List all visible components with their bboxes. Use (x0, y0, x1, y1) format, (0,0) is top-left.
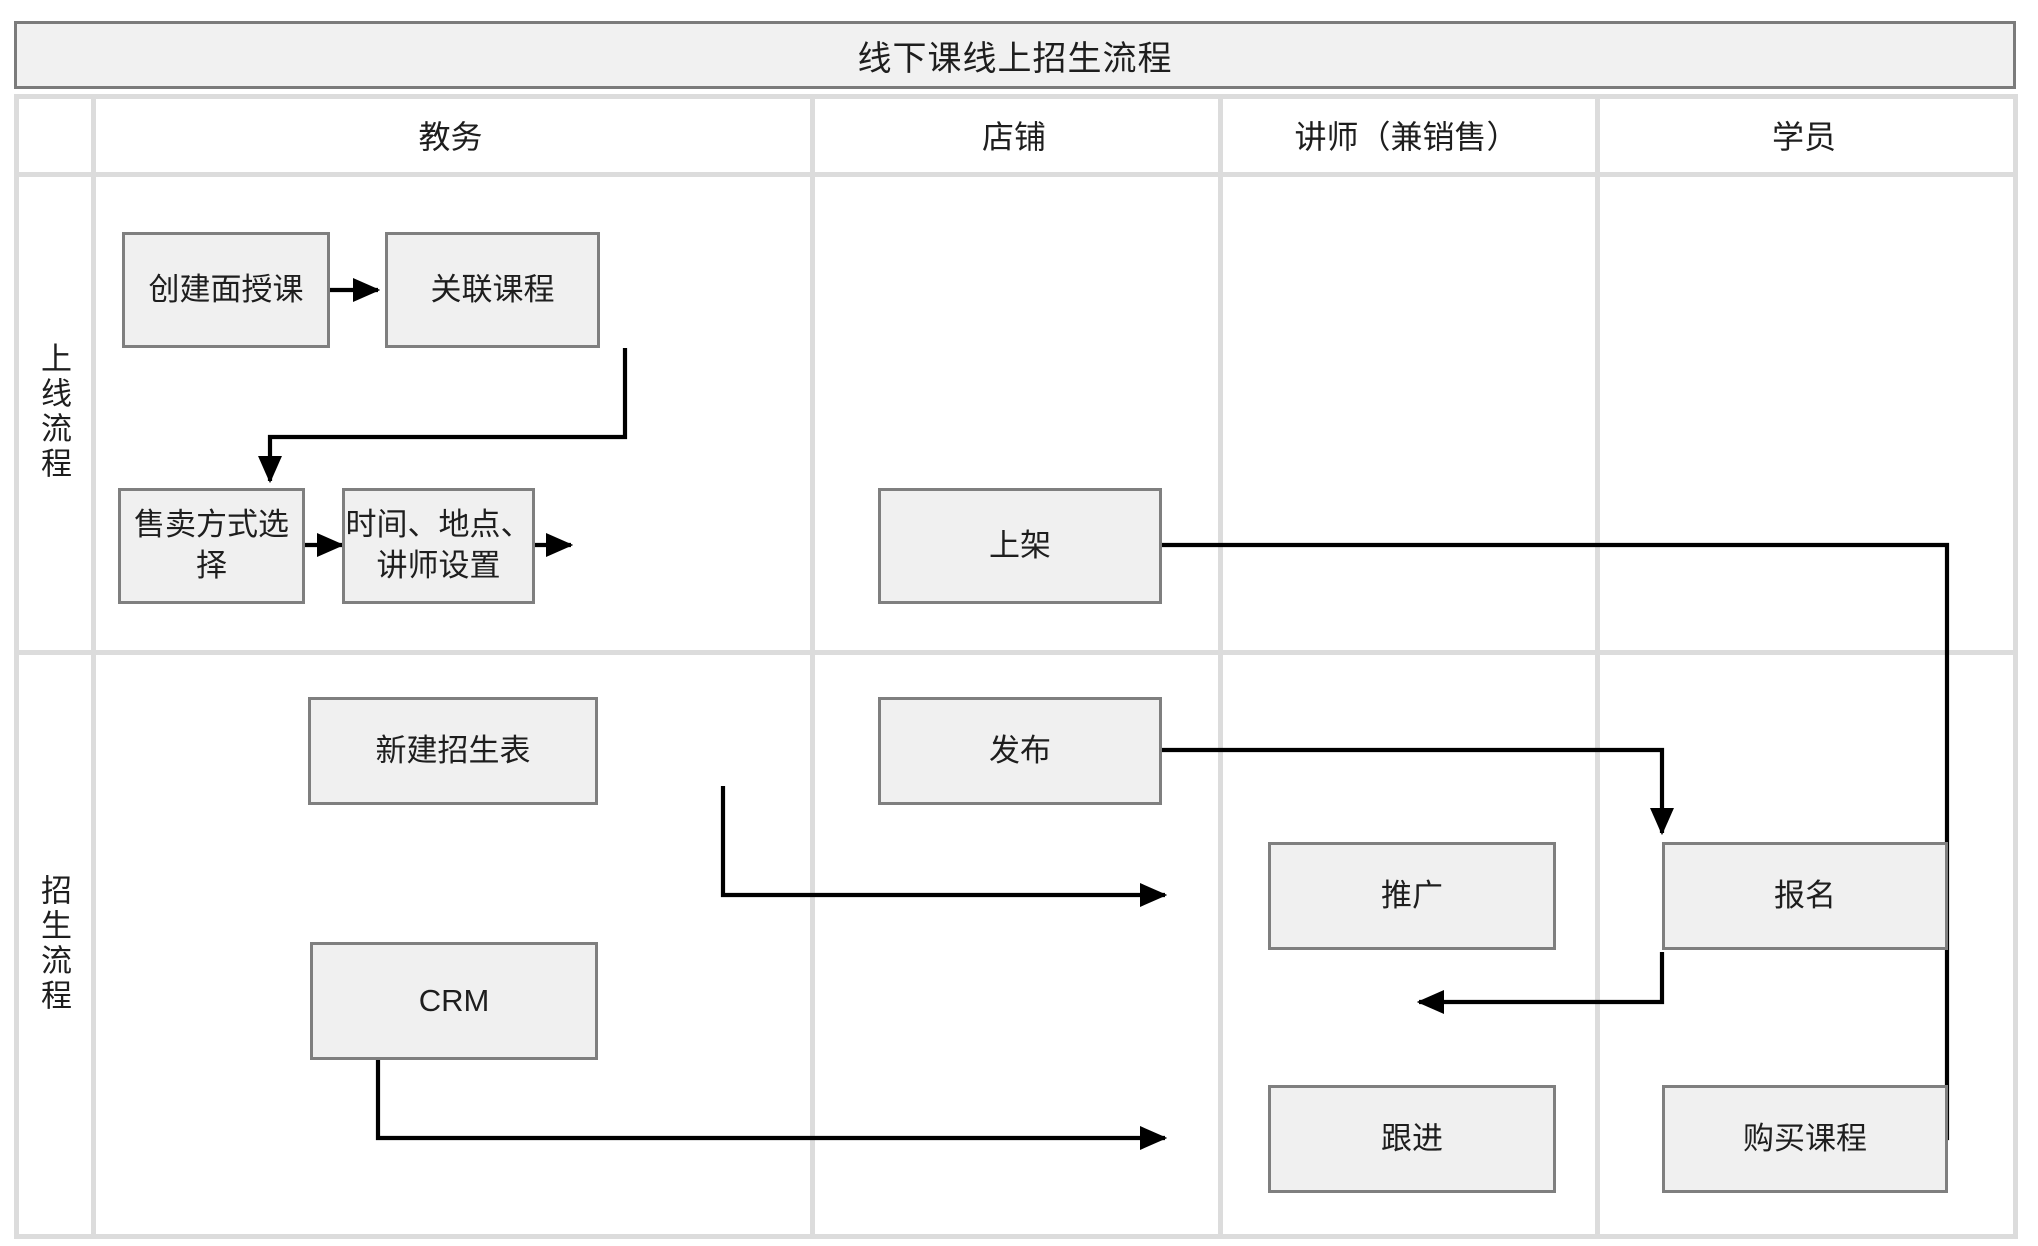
column-header-dianpu: 店铺 (810, 97, 1218, 172)
column-header-xueyuan: 学员 (1595, 97, 2013, 172)
grid-line-bottom (14, 1234, 2018, 1239)
node-follow-up[interactable]: 跟进 (1268, 1085, 1556, 1193)
node-time-place-teacher-settings[interactable]: 时间、地点、 讲师设置 (342, 488, 535, 604)
grid-line-right-edge (2013, 94, 2018, 1239)
grid-line-col-3 (1595, 94, 1600, 1239)
column-header-label: 教务 (418, 118, 483, 155)
column-header-label: 学员 (1771, 118, 1836, 155)
column-header-label: 店铺 (981, 118, 1046, 155)
node-relate-course[interactable]: 关联课程 (385, 232, 600, 348)
grid-line-top (14, 94, 2018, 99)
node-put-on-shelf[interactable]: 上架 (878, 488, 1162, 604)
lane-label-shangxian: 上线流程 (36, 341, 71, 482)
column-header-jiangshi: 讲师（兼销售） (1218, 97, 1595, 172)
grid-line-col-2 (1218, 94, 1223, 1239)
node-crm[interactable]: CRM (310, 942, 598, 1060)
grid-line-col-1 (810, 94, 815, 1239)
node-publish[interactable]: 发布 (878, 697, 1162, 805)
node-new-enrollment-form[interactable]: 新建招生表 (308, 697, 598, 805)
column-header-jiaowu: 教务 (91, 97, 810, 172)
node-promotion[interactable]: 推广 (1268, 842, 1556, 950)
edge-relate-to-sellmode (257, 348, 628, 484)
grid-line-lane-col (91, 94, 96, 1239)
edge-crm-to-followup (375, 1060, 1168, 1151)
node-sell-mode-select[interactable]: 售卖方式选择 (118, 488, 305, 604)
column-header-label: 讲师（兼销售） (1294, 118, 1519, 155)
grid-line-left-edge (14, 94, 19, 1239)
edge-signup-to-crm (1416, 952, 1665, 1015)
lane-label-zhaosheng: 招生流程 (36, 874, 71, 1014)
diagram-title-bar: 线下课线上招生流程 (14, 21, 2016, 89)
grid-line-lane-split (14, 650, 2018, 655)
node-create-offline-course[interactable]: 创建面授课 (122, 232, 330, 348)
grid-line-header-bot (14, 172, 2018, 177)
diagram-title: 线下课线上招生流程 (857, 39, 1173, 78)
node-buy-course[interactable]: 购买课程 (1662, 1085, 1948, 1193)
node-signup[interactable]: 报名 (1662, 842, 1948, 950)
